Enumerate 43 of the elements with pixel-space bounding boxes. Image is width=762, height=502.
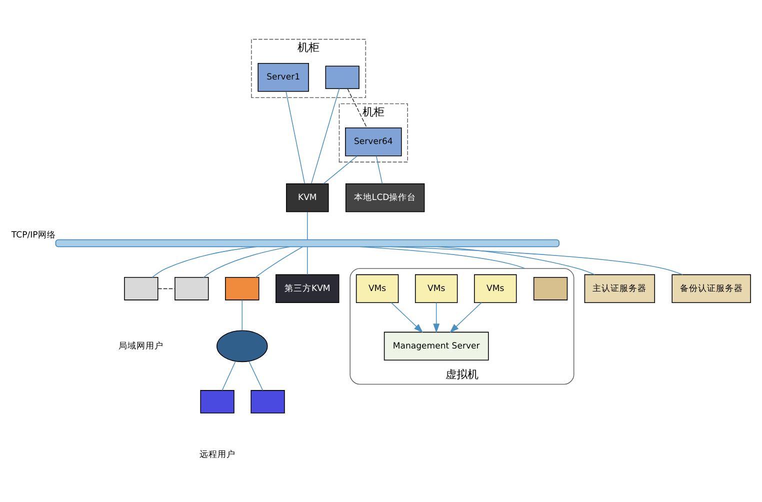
connector (158, 288, 176, 290)
node-box: Management Server (384, 332, 489, 361)
node-box (250, 390, 285, 414)
node-box: VMs (474, 274, 517, 304)
connector (360, 246, 526, 269)
connector (222, 361, 236, 391)
connector (307, 212, 308, 240)
node-box: KVM (286, 183, 329, 212)
node-box: 本地LCD操作台 (345, 183, 425, 212)
connector (242, 300, 243, 331)
node-box: Server1 (258, 63, 309, 92)
connector (255, 246, 304, 278)
connector (248, 361, 264, 391)
connector (286, 91, 306, 184)
arrow (390, 302, 424, 333)
node-box: 备份认证服务器 (672, 274, 751, 304)
arrow (450, 302, 482, 333)
node-box: VMs (414, 274, 458, 304)
label: 局域网用户 (118, 341, 164, 352)
node-box (174, 277, 209, 300)
node-box: VMs (356, 274, 399, 304)
node-box (124, 277, 158, 300)
arrow (433, 302, 440, 333)
node-box: 第三方KVM (276, 274, 340, 304)
node-box (325, 66, 360, 90)
node-label: TCP/IP网络 (11, 230, 56, 240)
label: 远程用户 (199, 450, 236, 460)
connector (307, 246, 308, 275)
connector (203, 246, 290, 278)
node-box (200, 390, 234, 414)
node-box (225, 277, 260, 300)
connector (376, 156, 383, 184)
connector (437, 246, 596, 276)
node-box: Server64 (345, 127, 402, 156)
node-cloud (216, 330, 268, 362)
connector (152, 246, 257, 278)
node-box: 主认证服务器 (584, 274, 656, 304)
connector (390, 246, 684, 276)
node-bar (55, 239, 560, 248)
node-box (533, 277, 568, 300)
connector (311, 88, 340, 184)
connector (347, 88, 368, 128)
connector (323, 156, 358, 184)
